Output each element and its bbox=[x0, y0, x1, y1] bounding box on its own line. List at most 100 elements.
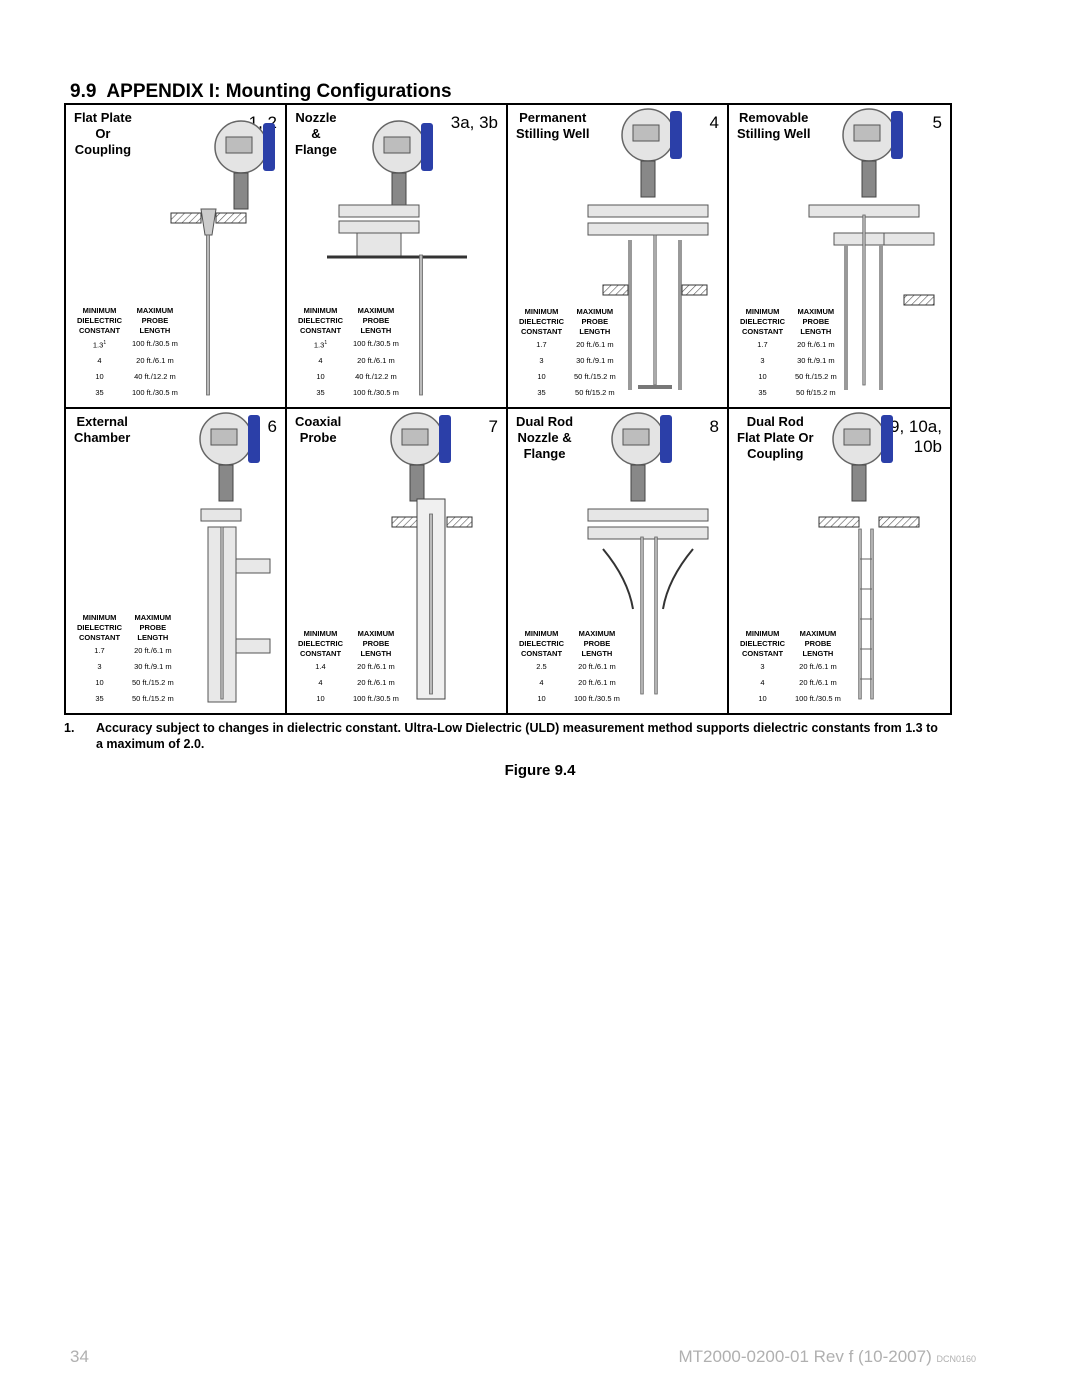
spec-row: 4 20 ft./6.1 m bbox=[514, 675, 625, 691]
configuration-number: 6 bbox=[268, 417, 277, 437]
spec-header-cell: LENGTH bbox=[802, 649, 834, 658]
dielectric-constant-cell: 10 bbox=[293, 369, 348, 385]
lower-side-port bbox=[235, 638, 271, 654]
configuration-number-line: 8 bbox=[709, 417, 719, 436]
spec-header-cell: CONSTANT bbox=[520, 649, 563, 658]
flange bbox=[200, 508, 242, 522]
dielectric-constant-cell: 4 bbox=[735, 675, 790, 691]
stilling-well-wall-left bbox=[628, 240, 632, 390]
spec-header-cell: PROBE bbox=[581, 317, 609, 326]
probe-length-cell: 20 ft./6.1 m bbox=[797, 340, 835, 349]
probe-rod bbox=[862, 214, 866, 386]
panel-title-line: Flange bbox=[295, 142, 337, 157]
spec-header-cell: MAXIMUM bbox=[134, 613, 172, 622]
lcd-display-icon bbox=[843, 428, 871, 446]
dielectric-constant-cell: 4 bbox=[72, 353, 127, 369]
dielectric-constant-cell: 3 bbox=[735, 659, 790, 675]
probe-length-cell: 20 ft./6.1 m bbox=[799, 678, 837, 687]
dielectric-constant-cell: 10 bbox=[72, 675, 127, 691]
probe-mounting-drawing bbox=[170, 120, 275, 396]
probe-length-cell: 50 ft/15.2 m bbox=[575, 388, 615, 397]
dielectric-value: 10 bbox=[758, 694, 767, 703]
housing-cover-blue bbox=[248, 415, 260, 463]
configuration-number: 9, 10a,10b bbox=[890, 417, 942, 457]
spec-header-cell: MAXIMUM bbox=[797, 307, 835, 316]
configuration-number-line: 5 bbox=[932, 113, 942, 132]
hatched-section bbox=[446, 516, 473, 528]
spec-header-cell: PROBE bbox=[141, 315, 169, 325]
spec-header-cell: LENGTH bbox=[800, 327, 832, 336]
dielectric-value: 1.4 bbox=[315, 662, 326, 671]
panel-title-line: & bbox=[311, 126, 321, 141]
spec-header-cell: DIELECTRIC bbox=[740, 639, 785, 648]
dielectric-constant-cell: 1.4 bbox=[293, 659, 348, 675]
spec-header-cell: LENGTH bbox=[581, 649, 613, 658]
probe-length-cell: 20 ft./6.1 m bbox=[357, 356, 395, 365]
probe-length-cell: 20 ft./6.1 m bbox=[357, 678, 395, 687]
process-connection bbox=[200, 208, 217, 236]
rod-end-weight bbox=[638, 385, 672, 389]
lcd-display-icon bbox=[225, 136, 253, 154]
dielectric-constant-cell: 35 bbox=[72, 691, 127, 707]
flange bbox=[338, 220, 420, 234]
probe-length-cell: 40 ft./12.2 m bbox=[134, 372, 176, 381]
dielectric-value: 10 bbox=[316, 372, 325, 381]
probe-mounting-drawing bbox=[587, 412, 709, 695]
spec-header-cell: CONSTANT bbox=[520, 327, 563, 336]
spec-header-cell: DIELECTRIC bbox=[740, 317, 785, 326]
spec-header-cell: CONSTANT bbox=[741, 649, 784, 658]
spec-header-cell: PROBE bbox=[362, 315, 390, 325]
well-wall-right bbox=[879, 245, 883, 390]
probe-length-cell: 20 ft./6.1 m bbox=[578, 678, 616, 687]
dielectric-value: 10 bbox=[537, 694, 546, 703]
panel-title-line: Flat Plate bbox=[74, 110, 132, 125]
figure-caption: Figure 9.4 bbox=[504, 762, 576, 779]
lcd-display-icon bbox=[210, 428, 238, 446]
dielectric-value: 1.7 bbox=[94, 646, 105, 655]
lcd-display-icon bbox=[632, 124, 660, 142]
dielectric-constant-cell: 1.7 bbox=[514, 337, 569, 353]
dielectric-constant-cell: 35 bbox=[72, 385, 127, 401]
dielectric-value: 35 bbox=[95, 388, 104, 397]
hatched-section bbox=[903, 294, 935, 306]
panel-title-line: External bbox=[76, 414, 128, 429]
probe-rod bbox=[654, 536, 658, 695]
hatched-section bbox=[602, 284, 629, 296]
housing-neck bbox=[640, 160, 656, 198]
probe-length-cell: 100 ft./30.5 m bbox=[132, 388, 178, 397]
dielectric-constant-cell: 35 bbox=[514, 385, 569, 401]
housing-cover-blue bbox=[439, 415, 451, 463]
dielectric-constant-cell: 4 bbox=[514, 675, 569, 691]
dielectric-constant-cell: 1.7 bbox=[72, 643, 127, 659]
probe-length-cell: 30 ft./9.1 m bbox=[576, 356, 614, 365]
probe-length-cell: 100 ft./30.5 m bbox=[353, 388, 399, 397]
spec-row: 4 20 ft./6.1 m bbox=[735, 675, 846, 691]
flange bbox=[338, 204, 420, 218]
